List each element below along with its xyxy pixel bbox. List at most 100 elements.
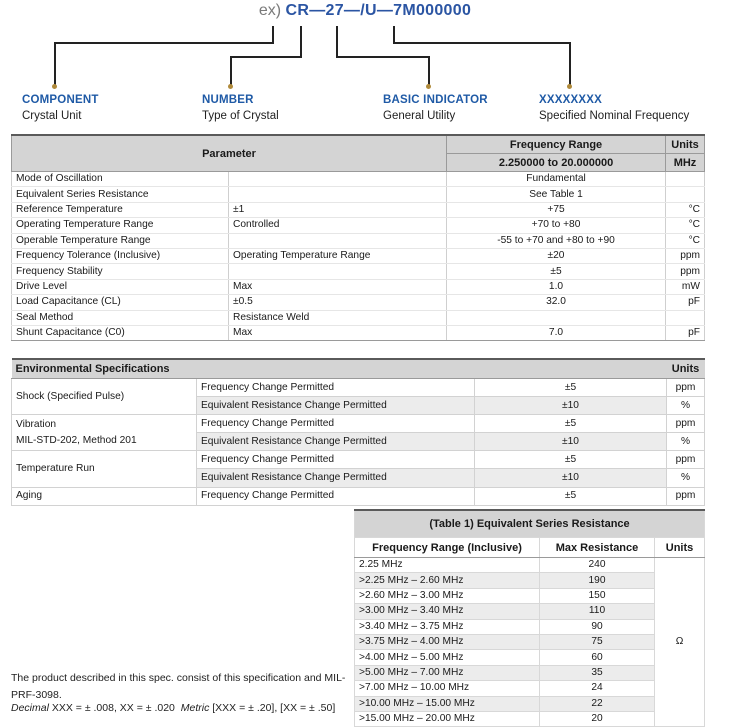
esr-table: (Table 1) Equivalent Series Resistance F… xyxy=(353,509,706,727)
header-units-mhz: MHz xyxy=(665,153,706,172)
esr-col-max: Max Resistance xyxy=(539,537,655,558)
legend-basic-indicator-value: General Utility xyxy=(383,110,456,122)
env-param: Equivalent Resistance Change Permitted xyxy=(196,396,475,416)
param-condition: Max xyxy=(227,325,448,342)
param-unit xyxy=(665,186,706,203)
env-value: ±5 xyxy=(474,450,667,470)
param-value: +75 xyxy=(446,202,667,219)
legend-basic-indicator-title: BASIC INDICATOR xyxy=(383,94,488,106)
param-unit: °C xyxy=(665,202,706,219)
param-condition xyxy=(227,233,448,249)
esr-range: >7.00 MHz – 10.00 MHz xyxy=(354,680,540,697)
param-value: ±20 xyxy=(446,248,667,265)
param-name: Reference Temperature xyxy=(11,202,229,219)
param-value: 1.0 xyxy=(446,279,667,296)
legend-frequency-title: XXXXXXXX xyxy=(539,94,602,106)
env-row: Equivalent Resistance Change Permitted±1… xyxy=(12,396,705,416)
footnote: The product described in this spec. cons… xyxy=(11,672,346,701)
part-number-value: CR—27—/U—7M000000 xyxy=(285,2,472,19)
tolerance-line: Decimal XXX = ± .008, XX = ± .020 Metric… xyxy=(11,702,351,714)
param-name: Frequency Stability xyxy=(11,263,229,280)
param-unit: ppm xyxy=(665,263,706,280)
tolerance-decimal-label: Decimal xyxy=(11,702,49,714)
legend-component-value: Crystal Unit xyxy=(22,110,82,122)
parameter-row: Operable Temperature Range -55 to +70 and… xyxy=(11,233,706,249)
param-unit: ppm xyxy=(665,248,706,265)
esr-max: 60 xyxy=(539,649,655,666)
param-name: Frequency Tolerance (Inclusive) xyxy=(11,248,229,265)
param-value xyxy=(446,310,667,326)
esr-range: >2.25 MHz – 2.60 MHz xyxy=(354,572,540,589)
tolerance-decimal-text: XXX = ± .008, XX = ± .020 xyxy=(51,702,175,714)
env-group-name: Temperature Run xyxy=(11,450,197,488)
env-value: ±5 xyxy=(474,486,667,506)
esr-range: 2.25 MHz xyxy=(354,556,540,574)
env-unit: ppm xyxy=(666,414,705,434)
esr-range: >5.00 MHz – 7.00 MHz xyxy=(354,664,540,682)
env-param: Frequency Change Permitted xyxy=(196,414,475,434)
header-frequency-values: 2.250000 to 20.000000 xyxy=(446,153,667,172)
parameter-row: Frequency Tolerance (Inclusive)Operating… xyxy=(11,248,706,265)
env-unit: % xyxy=(666,396,705,416)
env-unit: % xyxy=(666,468,705,488)
esr-max: 22 xyxy=(539,695,655,712)
connector-dot xyxy=(426,84,431,89)
esr-max: 20 xyxy=(539,710,655,727)
param-condition xyxy=(227,171,448,188)
connector-dot xyxy=(567,84,572,89)
param-value: 7.0 xyxy=(446,325,667,342)
param-unit: °C xyxy=(665,217,706,234)
env-param: Frequency Change Permitted xyxy=(196,450,475,470)
env-param: Equivalent Resistance Change Permitted xyxy=(196,468,475,488)
param-unit: °C xyxy=(665,233,706,249)
esr-max: 190 xyxy=(539,572,655,589)
param-value: ±5 xyxy=(446,263,667,280)
param-name: Mode of Oscillation xyxy=(11,171,229,188)
environmental-table: Environmental Specifications Units Shock… xyxy=(11,358,705,506)
esr-unit: Ω xyxy=(653,556,706,727)
esr-range: >15.00 MHz – 20.00 MHz xyxy=(354,710,540,727)
param-value: See Table 1 xyxy=(446,186,667,203)
env-row: Equivalent Resistance Change Permitted±1… xyxy=(12,468,705,488)
environmental-rows: Shock (Specified Pulse)Frequency Change … xyxy=(11,377,705,506)
header-frequency-range: Frequency Range xyxy=(446,134,667,154)
env-header: Environmental Specifications xyxy=(11,358,667,379)
env-param: Equivalent Resistance Change Permitted xyxy=(196,432,475,452)
connector-dot xyxy=(52,84,57,89)
env-value: ±5 xyxy=(474,377,667,398)
param-name: Operable Temperature Range xyxy=(11,233,229,249)
env-unit: ppm xyxy=(666,377,705,398)
esr-max: 24 xyxy=(539,680,655,697)
param-name: Operating Temperature Range xyxy=(11,217,229,234)
parameter-row: Reference Temperature±1+75°C xyxy=(11,202,706,219)
param-unit xyxy=(665,310,706,326)
param-condition: Operating Temperature Range xyxy=(227,248,448,265)
param-value: -55 to +70 and +80 to +90 xyxy=(446,233,667,249)
param-condition xyxy=(227,186,448,203)
env-param: Frequency Change Permitted xyxy=(196,486,475,506)
param-unit xyxy=(665,171,706,188)
env-group-name: Aging xyxy=(11,486,197,506)
param-value: 32.0 xyxy=(446,294,667,311)
param-condition xyxy=(227,263,448,280)
env-value: ±10 xyxy=(474,396,667,416)
tolerance-metric-label: Metric xyxy=(180,702,210,714)
